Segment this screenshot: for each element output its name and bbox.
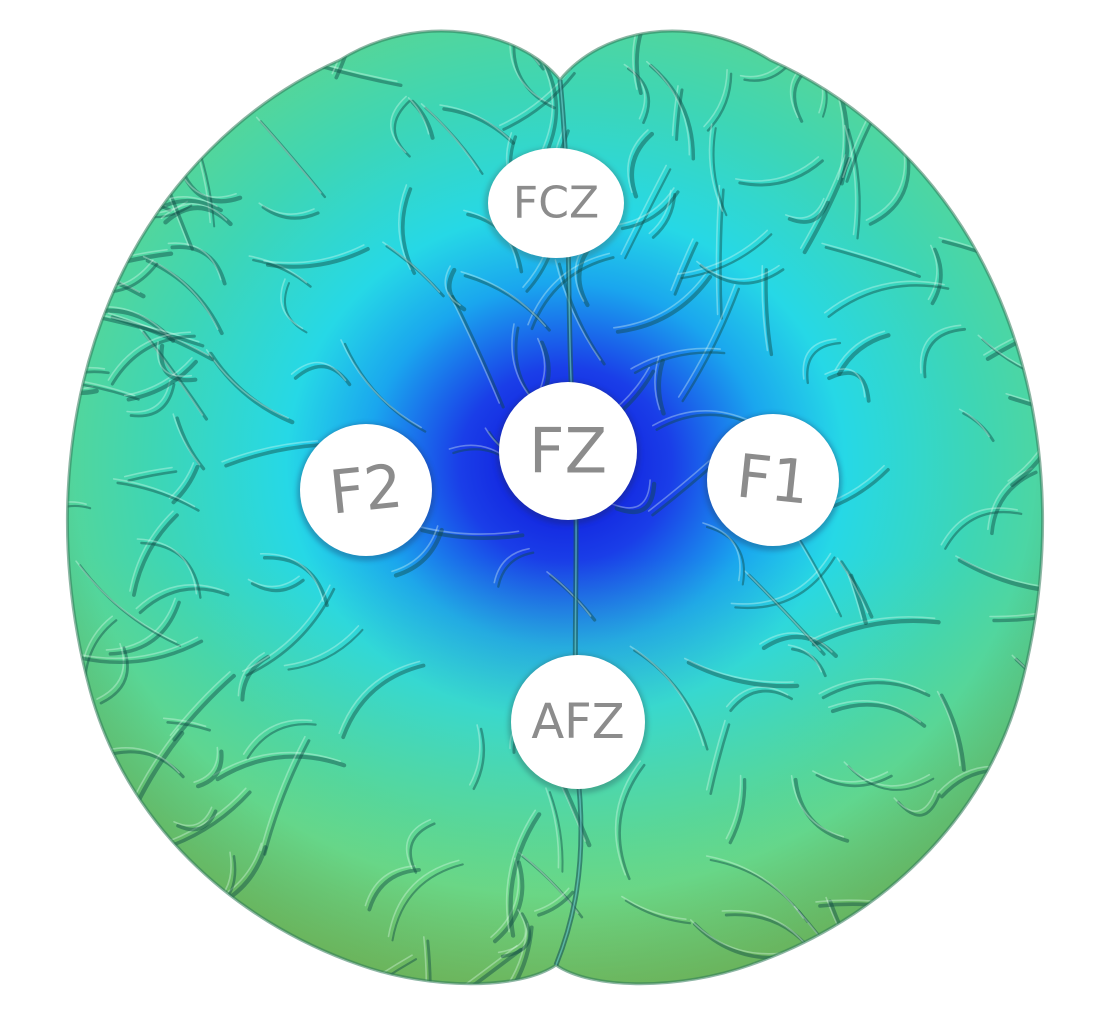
gyrus-highlight (997, 794, 1101, 842)
sulcus (853, 968, 869, 1011)
sulcus (99, 869, 164, 910)
gyrus-highlight (876, 934, 940, 990)
electrode-fcz: FCZ (484, 147, 628, 263)
gyrus-highlight (35, 956, 89, 987)
gyrus-highlight (97, 114, 164, 133)
gyrus-highlight (197, 0, 213, 68)
gyrus-highlight (979, 0, 1005, 58)
sulcus (186, 56, 203, 118)
electrode-label-f1: F1 (733, 441, 813, 518)
gyrus-highlight (0, 251, 111, 253)
gyrus-highlight (996, 878, 1051, 888)
sulcus (117, 147, 162, 161)
sulcus (1001, 798, 1105, 846)
sulcus (1006, 183, 1020, 224)
gyrus-highlight (1000, 130, 1046, 134)
gyrus-highlight (115, 170, 166, 206)
sulcus (951, 139, 1049, 168)
sulcus (955, 934, 1062, 946)
gyrus-highlight (932, 104, 967, 153)
sulcus (247, 0, 270, 63)
gyrus-highlight (95, 865, 160, 906)
sulcus (172, 864, 190, 934)
gyrus-highlight (951, 930, 1058, 942)
sulcus (1018, 747, 1044, 848)
gyrus-highlight (92, 0, 163, 75)
electrode-f2: F2 (297, 423, 435, 561)
electrode-label-fz: FZ (529, 415, 607, 488)
gyrus-highlight (0, 212, 103, 235)
gyrus-highlight (849, 964, 865, 1011)
gyrus-highlight (124, 882, 200, 921)
sulcus (72, 908, 186, 913)
gyrus-highlight (1002, 179, 1016, 220)
sulcus (924, 932, 1027, 1003)
gyrus-highlight (182, 52, 199, 114)
sulcus (846, 0, 889, 89)
sulcus (11, 756, 98, 818)
sulcus (983, 0, 1009, 62)
sulcus (28, 783, 106, 851)
electrode-label-afz: AFZ (531, 694, 624, 750)
gyrus-highlight (7, 752, 94, 814)
gyrus-highlight (54, 821, 108, 916)
electrode-fz: FZ (496, 381, 640, 525)
gyrus-highlight (139, 908, 161, 1011)
sulcus (1000, 882, 1055, 892)
gyrus-highlight (842, 0, 885, 85)
sulcus (1016, 659, 1105, 719)
sulcus (0, 216, 107, 239)
gyrus-highlight (920, 928, 1023, 999)
gyrus-highlight (121, 5, 142, 89)
gyrus-highlight (947, 135, 1045, 164)
sulcus (0, 255, 115, 257)
sulcus (125, 9, 146, 93)
gyrus-highlight (994, 791, 1002, 852)
gyrus-highlight (1020, 70, 1108, 84)
gyrus-highlight (113, 143, 158, 157)
gyrus-highlight (754, 964, 773, 1004)
gyrus-highlight (1014, 743, 1040, 844)
sulcus (1024, 74, 1109, 88)
gyrus-highlight (76, 53, 184, 71)
gyrus-highlight (168, 860, 186, 930)
sulcus (936, 108, 971, 157)
electrode-label-fcz: FCZ (513, 178, 599, 229)
sulcus (96, 0, 167, 79)
sulcus (39, 960, 93, 991)
gyrus-highlight (68, 904, 182, 909)
sulcus (80, 57, 188, 75)
gyrus-highlight (1018, 917, 1085, 981)
sulcus (101, 118, 168, 137)
sulcus (758, 968, 777, 1008)
sulcus (201, 0, 217, 72)
sulcus (1004, 134, 1050, 138)
sulcus (880, 938, 944, 994)
electrode-afz: AFZ (508, 654, 648, 794)
sulcus (58, 825, 112, 920)
electrode-f1: F1 (704, 413, 842, 551)
sulcus (998, 795, 1006, 856)
sulcus (1001, 175, 1052, 204)
sulcus (128, 886, 204, 925)
sulcus (1022, 921, 1089, 985)
gyrus-highlight (243, 0, 266, 59)
electrode-label-f2: F2 (326, 451, 406, 528)
gyrus-highlight (997, 171, 1048, 200)
sulcus (143, 912, 165, 1011)
gyrus-highlight (24, 779, 102, 847)
